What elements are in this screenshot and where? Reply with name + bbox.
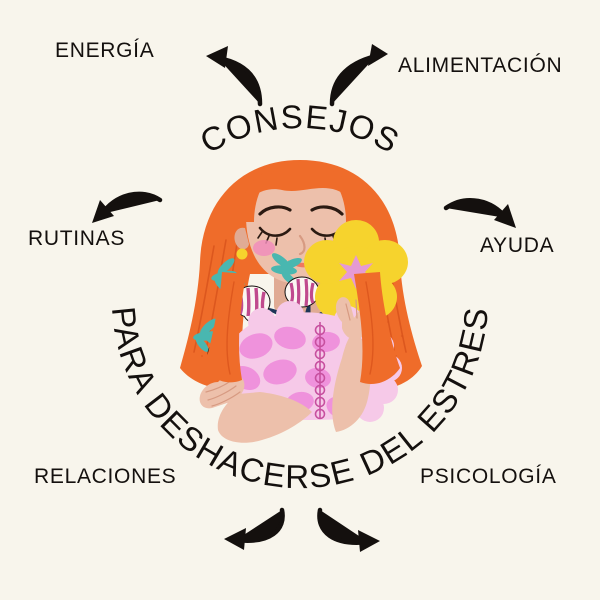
hair-front	[204, 272, 400, 385]
category-label-rutinas[interactable]: RUTINAS	[28, 227, 126, 250]
headline-top-text: CONSEJOS	[194, 98, 406, 161]
button-placket	[314, 322, 326, 420]
category-label-energia[interactable]: ENERGÍA	[55, 39, 155, 62]
category-label-ayuda[interactable]: AYUDA	[480, 234, 555, 257]
earring	[236, 248, 248, 260]
category-label-alimentacion[interactable]: ALIMENTACIÓN	[398, 54, 563, 77]
category-label-psicologia[interactable]: PSICOLOGÍA	[420, 465, 557, 488]
central-illustration	[180, 160, 422, 443]
category-label-relaciones[interactable]: RELACIONES	[34, 465, 177, 488]
left-hand	[199, 374, 245, 409]
